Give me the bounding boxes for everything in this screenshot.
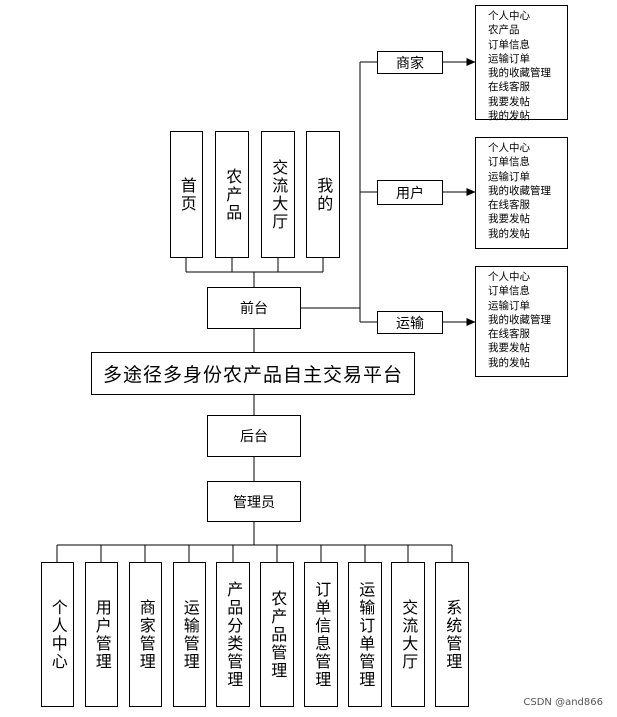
function-item: 我的收藏管理 bbox=[488, 67, 551, 80]
role-transport: 运输 bbox=[377, 311, 443, 334]
admin-module-label: 产品分类管理 bbox=[224, 580, 244, 689]
front-page-label: 我的 bbox=[314, 176, 334, 213]
admin-module-label: 订单信息管理 bbox=[312, 580, 332, 689]
role-label: 商家 bbox=[396, 55, 424, 72]
admin-module-label: 运输管理 bbox=[180, 598, 200, 671]
role-merchant: 商家 bbox=[377, 51, 443, 74]
platform-title: 多途径多身份农产品自主交易平台 bbox=[102, 364, 403, 386]
frontend-label: 前台 bbox=[240, 301, 268, 317]
frontend-node: 前台 bbox=[207, 287, 301, 329]
admin-module-label: 农产品管理 bbox=[268, 589, 288, 680]
admin-module-label: 运输订单管理 bbox=[356, 580, 376, 689]
admin-module-transport-management: 运输管理 bbox=[173, 562, 206, 707]
function-item: 我要发帖 bbox=[488, 213, 530, 226]
admin-module-order-management: 订单信息管理 bbox=[304, 562, 338, 707]
function-item: 运输订单 bbox=[488, 299, 530, 312]
admin-module-forum: 交流大厅 bbox=[391, 562, 425, 707]
function-item: 我要发帖 bbox=[488, 342, 530, 355]
admin-module-product-management: 农产品管理 bbox=[260, 562, 294, 707]
front-page-products: 农产品 bbox=[215, 131, 249, 258]
function-item: 个人中心 bbox=[488, 142, 530, 154]
admin-label: 管理员 bbox=[233, 494, 275, 511]
function-item: 在线客服 bbox=[488, 81, 530, 94]
admin-node: 管理员 bbox=[207, 481, 301, 522]
function-item: 我的收藏管理 bbox=[488, 184, 551, 197]
function-item: 订单信息 bbox=[488, 156, 530, 169]
function-item: 订单信息 bbox=[488, 285, 530, 298]
function-item: 运输订单 bbox=[488, 52, 530, 65]
front-page-label: 农产品 bbox=[223, 167, 243, 222]
front-page-forum: 交流大厅 bbox=[261, 131, 295, 258]
transport-function-list: 个人中心 订单信息 运输订单 我的收藏管理 在线客服 我要发帖 我的发帖 bbox=[475, 266, 568, 377]
function-item: 在线客服 bbox=[488, 199, 530, 212]
function-item: 个人中心 bbox=[488, 271, 530, 283]
front-page-mine: 我的 bbox=[306, 131, 340, 258]
admin-module-label: 用户管理 bbox=[92, 598, 112, 671]
admin-module-personal-center: 个人中心 bbox=[41, 562, 74, 707]
function-item: 我的发帖 bbox=[488, 227, 530, 240]
admin-module-system-management: 系统管理 bbox=[435, 562, 469, 707]
front-page-home: 首页 bbox=[170, 131, 203, 258]
function-item: 在线客服 bbox=[488, 328, 530, 341]
function-item: 个人中心 bbox=[488, 10, 530, 22]
function-item: 我的发帖 bbox=[488, 110, 530, 123]
admin-module-category-management: 产品分类管理 bbox=[216, 562, 250, 707]
front-page-label: 交流大厅 bbox=[269, 158, 289, 231]
function-item: 农产品 bbox=[488, 24, 520, 37]
admin-module-merchant-management: 商家管理 bbox=[129, 562, 162, 707]
backend-node: 后台 bbox=[207, 415, 301, 457]
role-user: 用户 bbox=[377, 180, 443, 205]
admin-module-label: 系统管理 bbox=[443, 598, 463, 671]
merchant-function-list: 个人中心 农产品 订单信息 运输订单 我的收藏管理 在线客服 我要发帖 我的发帖 bbox=[475, 5, 568, 123]
function-item: 我的发帖 bbox=[488, 356, 530, 369]
admin-module-label: 商家管理 bbox=[136, 598, 156, 671]
function-item: 我的收藏管理 bbox=[488, 313, 551, 326]
admin-module-shipping-order-management: 运输订单管理 bbox=[348, 562, 382, 707]
admin-module-user-management: 用户管理 bbox=[85, 562, 118, 707]
platform-title-box: 多途径多身份农产品自主交易平台 bbox=[91, 352, 415, 395]
admin-module-label: 交流大厅 bbox=[399, 598, 419, 671]
admin-module-label: 个人中心 bbox=[48, 598, 68, 671]
front-page-label: 首页 bbox=[177, 176, 197, 213]
role-label: 运输 bbox=[396, 315, 424, 332]
watermark: CSDN @and866 bbox=[523, 697, 603, 708]
function-item: 运输订单 bbox=[488, 170, 530, 183]
backend-label: 后台 bbox=[240, 429, 268, 445]
function-item: 订单信息 bbox=[488, 38, 530, 51]
user-function-list: 个人中心 订单信息 运输订单 我的收藏管理 在线客服 我要发帖 我的发帖 bbox=[475, 137, 568, 249]
role-label: 用户 bbox=[396, 185, 424, 202]
function-item: 我要发帖 bbox=[488, 95, 530, 108]
